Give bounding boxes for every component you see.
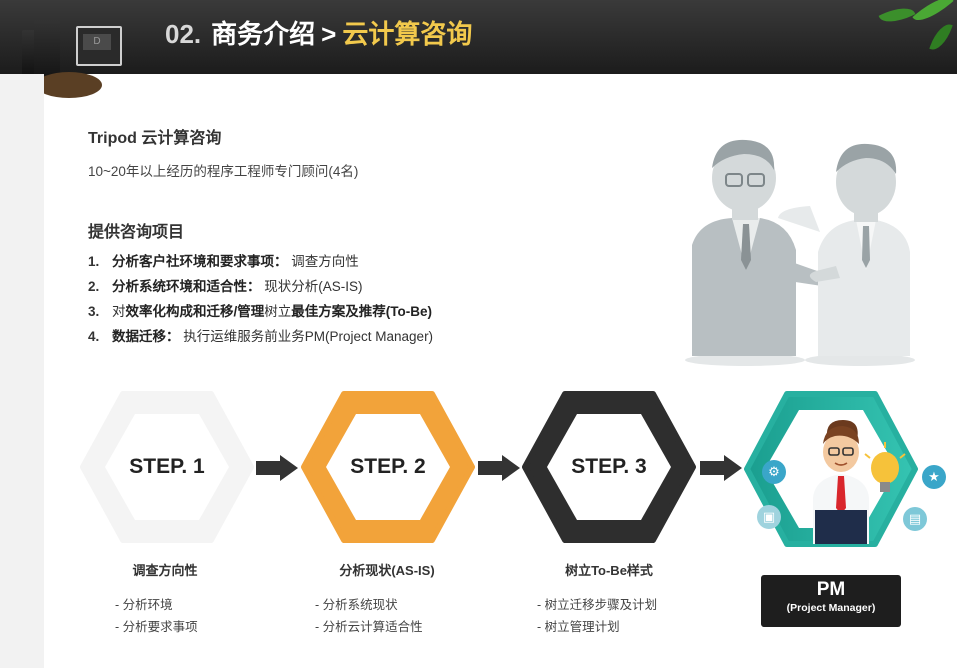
handshake-illustration — [685, 139, 915, 366]
header-bar: D 02. 商务介绍>云计算咨询 — [0, 0, 957, 98]
step1-label: STEP. 1 — [129, 455, 205, 478]
arrow-right-icon — [478, 455, 520, 481]
breadcrumb-current: 云计算咨询 — [342, 19, 473, 49]
intro-subtitle: 10~20年以上经历的程序工程师专门顾问(4名) — [88, 164, 359, 179]
list-item: - 分析要求事项 — [115, 620, 198, 634]
image-icon: ▣ — [757, 505, 781, 529]
pm-badge: PM (Project Manager) — [761, 575, 901, 627]
step2-title: 分析现状(AS-IS) — [339, 563, 435, 578]
services-list: 1.分析客户社环境和要求事项： 调查方向性 2.分析系统环境和适合性： 现状分析… — [88, 250, 433, 350]
pm-hexagon — [744, 391, 918, 547]
left-margin-strip — [0, 74, 44, 668]
gear-icon: ⚙ — [762, 460, 786, 484]
step2-hexagon — [301, 391, 475, 543]
step3-hexagon — [522, 391, 696, 543]
soil-icon — [36, 72, 102, 98]
bar-chart-icon: ▤ — [903, 507, 927, 531]
leaf-icon — [929, 20, 953, 54]
step3-label: STEP. 3 — [571, 455, 647, 478]
list-item: - 树立管理计划 — [537, 620, 620, 634]
step3-points: - 树立迁移步骤及计划 - 树立管理计划 — [537, 594, 657, 638]
list-item: 3.对效率化构成和迁移/管理树立最佳方案及推荐(To-Be) — [88, 304, 433, 319]
monitor-icon: D — [76, 26, 122, 66]
page-title: 02. 商务介绍>云计算咨询 — [165, 14, 472, 51]
step3-title: 树立To-Be样式 — [565, 563, 653, 578]
step2-label: STEP. 2 — [350, 455, 426, 478]
star-icon: ★ — [922, 465, 946, 489]
step1-points: - 分析环境 - 分析要求事项 — [115, 594, 198, 638]
list-item: 2.分析系统环境和适合性： 现状分析(AS-IS) — [88, 279, 363, 294]
list-item: - 分析云计算适合性 — [315, 620, 423, 634]
step1-hexagon — [80, 391, 254, 543]
breadcrumb-section: 商务介绍 — [211, 19, 316, 49]
leaf-icon — [878, 1, 916, 29]
pm-subtitle: (Project Manager) — [786, 602, 876, 614]
list-item: - 树立迁移步骤及计划 — [537, 598, 658, 612]
list-item: - 分析系统现状 — [315, 598, 398, 612]
arrow-right-icon — [256, 455, 298, 481]
arrow-right-icon — [700, 455, 742, 481]
step2-points: - 分析系统现状 - 分析云计算适合性 — [315, 594, 423, 638]
list-item: 4.数据迁移： 执行运维服务前业务PM(Project Manager) — [88, 329, 434, 344]
list-item: 1.分析客户社环境和要求事项： 调查方向性 — [88, 254, 359, 269]
intro-title: Tripod 云计算咨询 — [88, 130, 222, 147]
step1-title: 调查方向性 — [132, 563, 198, 578]
section-number: 02. — [165, 19, 202, 49]
breadcrumb-separator: > — [321, 19, 337, 49]
pm-title: PM — [816, 579, 846, 600]
services-title: 提供咨询项目 — [88, 224, 185, 241]
list-item: - 分析环境 — [115, 598, 173, 612]
